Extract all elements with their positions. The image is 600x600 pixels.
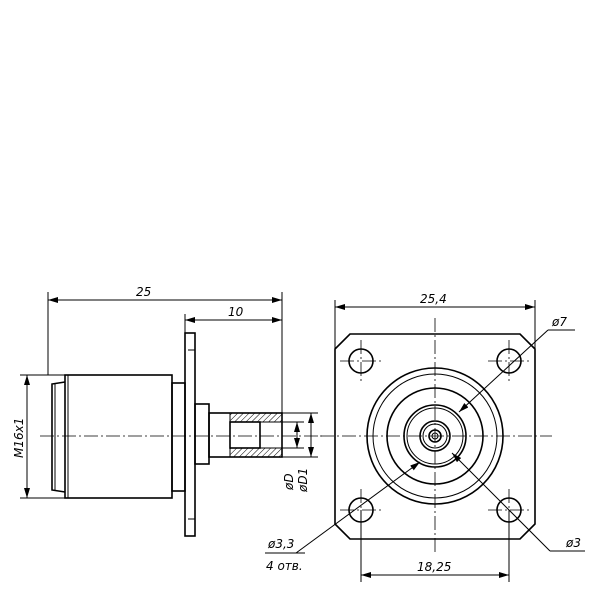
hatched-section-top xyxy=(229,412,283,423)
flange-plate xyxy=(184,332,196,537)
dim-center-diameter: ø3 xyxy=(565,536,581,550)
dim-hole-diameter: ø3,3 xyxy=(267,537,294,551)
front-flange-outline xyxy=(334,333,536,540)
dim-overall-length: 25 xyxy=(136,285,151,299)
leader-outer-ring xyxy=(458,329,549,413)
dim-thread: M16x1 xyxy=(12,418,26,458)
dim-hole-spacing: 18,25 xyxy=(417,560,451,574)
dim-hole-count: 4 отв. xyxy=(266,559,303,573)
dim-flange-to-end: 10 xyxy=(228,305,244,319)
hex-nut xyxy=(194,403,210,465)
leader-mounting-hole xyxy=(295,461,421,554)
threaded-body xyxy=(64,374,173,499)
inner-bore xyxy=(229,421,261,449)
dim-inner-diameter: øD xyxy=(282,473,296,491)
thread-lip xyxy=(51,381,66,493)
dim-outer-diameter: øD1 xyxy=(296,468,310,493)
side-view: 25 10 M16x1 øD øD1 xyxy=(12,285,322,537)
leader-center-contact xyxy=(451,452,551,552)
shoulder xyxy=(171,382,186,492)
dim-flange-width: 25,4 xyxy=(420,292,447,306)
hatched-section-bottom xyxy=(229,447,283,458)
front-view: 25,4 18,25 ø7 ø3,3 4 отв. ø3 xyxy=(265,292,585,582)
dim-outer-ring-diameter: ø7 xyxy=(551,315,567,329)
